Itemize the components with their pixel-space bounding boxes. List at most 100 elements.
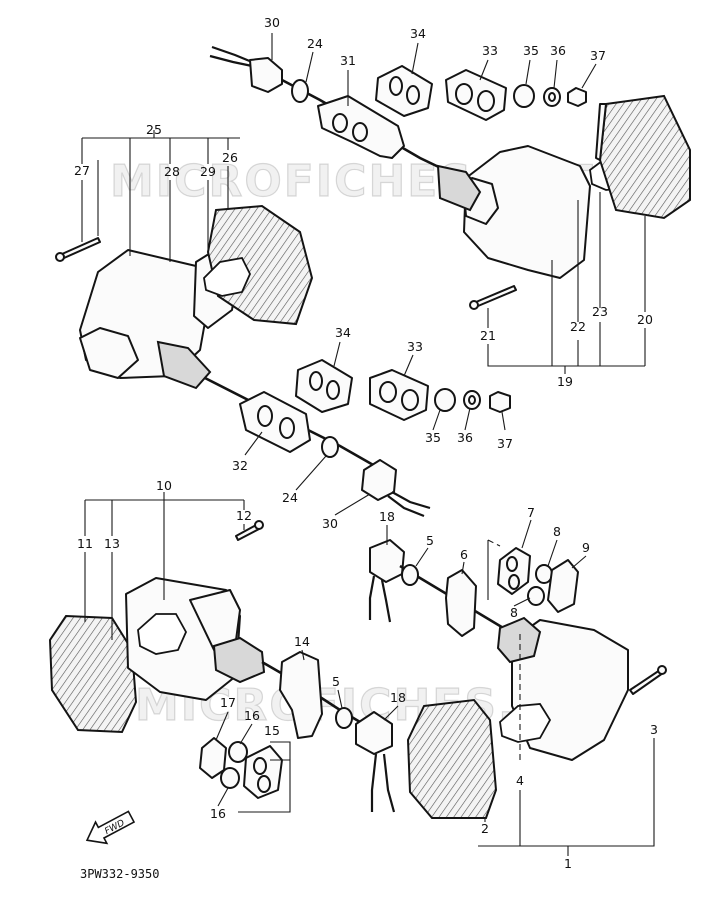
washer-5-lower [335,707,353,729]
grommet-30-middle [361,459,397,501]
upper-left-flasher-assembly [55,204,511,518]
bracket-32 [239,391,311,453]
callout-30-middle: 30 [322,516,338,531]
callout-3: 3 [650,722,658,737]
plate-33-middle [369,369,429,421]
nut-37-middle [489,391,511,413]
callout-4: 4 [516,773,524,788]
bulb-4 [499,703,552,743]
flasher-socket-top [436,164,482,212]
callout-37-middle: 37 [497,436,513,451]
callout-labels: 30 24 31 34 33 35 36 37 25 27 28 29 26 2… [74,15,658,871]
lens-11 [48,614,138,734]
arrow-icon [85,810,136,845]
callout-28: 28 [164,164,180,179]
callout-7: 7 [527,505,535,520]
nut-37-top [567,87,587,107]
bulb-lower-left [137,613,188,655]
plate-17 [199,737,227,779]
damper-34-middle [295,359,353,413]
damper-9 [547,559,579,613]
collar-8-lower [527,586,545,606]
plate-33-top [445,69,507,121]
callout-22: 22 [570,319,586,334]
flasher-socket-left [156,340,212,390]
screw-27 [61,237,101,259]
callout-8-upper: 8 [553,524,561,539]
callout-24-middle: 24 [282,490,298,505]
callout-19: 19 [557,374,573,389]
bracket-6 [445,569,477,637]
flasher-body-22 [463,145,591,279]
callout-35-middle: 35 [425,430,441,445]
upper-right-flasher-assembly [209,45,691,310]
callout-5-lower: 5 [332,674,340,689]
lower-right-flasher-assembly [368,539,667,819]
callout-16-upper: 16 [244,708,260,723]
callout-13: 13 [104,536,120,551]
callout-33-middle: 33 [407,339,423,354]
callout-14: 14 [294,634,310,649]
lens-20 [598,94,691,220]
callout-15: 15 [264,723,280,738]
damper-34-top [375,65,433,117]
callout-32: 32 [232,458,248,473]
callout-6: 6 [460,547,468,562]
callout-33-top: 33 [482,43,498,58]
screw-21 [475,285,517,307]
callout-5-upper: 5 [426,533,434,548]
screw-3 [629,669,664,695]
callout-34-top: 34 [410,26,426,41]
callout-16-lower: 16 [210,806,226,821]
callout-27: 27 [74,163,90,178]
callout-20: 20 [637,312,653,327]
grommet-30-top [249,57,283,93]
callout-2: 2 [481,821,489,836]
lower-left-flasher-assembly [48,520,396,813]
collar-8-upper [535,564,553,584]
lens-2 [406,698,498,819]
wire-lead-18-lower [370,753,396,813]
collar-16-upper [228,741,248,763]
callout-24-top: 24 [307,36,323,51]
catalog-code: 3PW332-9350 [80,867,159,881]
callout-26: 26 [222,150,238,165]
callout-36-middle: 36 [457,430,473,445]
washer-24-middle [321,436,339,458]
front-direction-arrow: FWD [85,810,136,845]
wire-lead-30-middle [387,491,431,518]
washer-5-upper [401,564,419,586]
flasher-socket-lower [212,636,266,684]
leader-lines [81,33,655,856]
bulb-left [203,256,251,297]
callout-9: 9 [582,540,590,555]
grommet-18-upper [369,539,405,583]
wire-lead-30-top [209,45,253,68]
collar-35-middle [434,388,456,412]
callout-25: 25 [146,122,162,137]
bracket-14 [279,651,323,739]
callout-1: 1 [564,856,572,871]
callout-8-lower: 8 [510,605,518,620]
callout-18-lower: 18 [390,690,406,705]
callout-12: 12 [236,508,252,523]
callout-34-middle: 34 [335,325,351,340]
callout-37-top: 37 [590,48,606,63]
washer-24-top [291,79,309,103]
grommet-18-lower [355,711,393,755]
callout-21: 21 [480,328,496,343]
callout-23: 23 [592,304,608,319]
callout-31: 31 [340,53,356,68]
callout-30-top: 30 [264,15,280,30]
callout-10: 10 [156,478,172,493]
callout-36-top: 36 [550,43,566,58]
front-arrow-label: FWD [103,818,126,837]
collar-16-lower [220,767,240,789]
callout-35-top: 35 [523,43,539,58]
flasher-socket-right [496,616,542,664]
callout-18-upper: 18 [379,509,395,524]
callout-11: 11 [77,536,93,551]
callout-29: 29 [200,164,216,179]
collar-35-top [513,84,535,108]
